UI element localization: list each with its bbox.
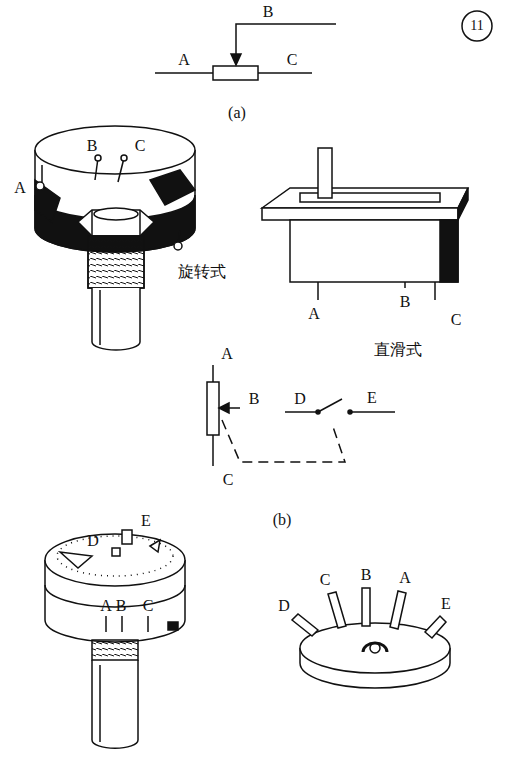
pin-label: A bbox=[100, 598, 112, 614]
pin-label: E bbox=[441, 596, 451, 612]
caption-label: 直滑式 bbox=[374, 342, 422, 358]
pin-label: C bbox=[143, 598, 154, 614]
pin-label: E bbox=[141, 513, 151, 529]
pin-label: A bbox=[308, 306, 320, 322]
pin-label: B bbox=[263, 4, 274, 20]
slide-potentiometer bbox=[262, 148, 468, 300]
pin-label: A bbox=[399, 570, 411, 586]
resistor-symbol-a bbox=[155, 24, 336, 80]
switched-pot-symbol bbox=[207, 365, 395, 466]
pin-label: C bbox=[451, 312, 462, 328]
pin-label: B bbox=[87, 138, 98, 154]
pin-label: A bbox=[14, 180, 26, 196]
pin-label: B bbox=[116, 598, 127, 614]
caption-label: 旋转式 bbox=[178, 264, 226, 280]
pin-label: C bbox=[135, 138, 146, 154]
pin-label: C bbox=[287, 52, 298, 68]
pin-label: D bbox=[294, 391, 306, 407]
pin-label: A bbox=[221, 346, 233, 362]
small-switch-potentiometer bbox=[292, 588, 450, 688]
pin-label: C bbox=[223, 472, 234, 488]
figure-number: 11 bbox=[470, 19, 483, 33]
pin-label: E bbox=[367, 390, 377, 406]
pin-label: B bbox=[400, 294, 411, 310]
rotary-potentiometer bbox=[35, 126, 195, 350]
switch-potentiometer bbox=[45, 530, 185, 748]
pin-label: C bbox=[320, 572, 331, 588]
pin-label: D bbox=[278, 598, 290, 614]
pin-label: A bbox=[178, 52, 190, 68]
pin-label: D bbox=[87, 533, 99, 549]
figure-number-ring bbox=[462, 11, 492, 41]
subfigure-label: (a) bbox=[228, 105, 246, 121]
pin-label: B bbox=[361, 567, 372, 583]
subfigure-label: (b) bbox=[273, 512, 292, 528]
pin-label: B bbox=[249, 391, 260, 407]
